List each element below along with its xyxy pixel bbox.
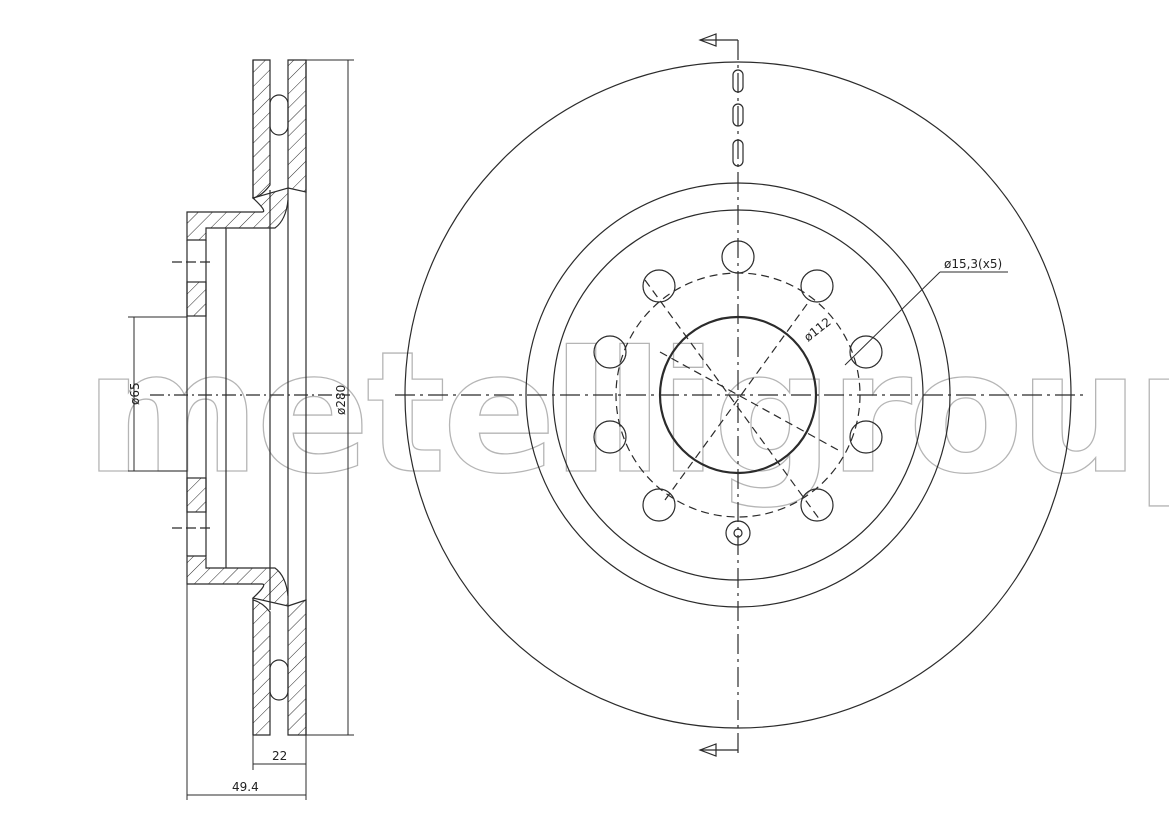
side-section-view [150, 59, 350, 736]
locator-hole [725, 520, 751, 546]
front-dimensions [844, 271, 1008, 366]
hub-flange-lower [186, 477, 207, 513]
bolt-hole-label: ø15,3(x5) [944, 257, 1002, 271]
bolt-hole [593, 335, 627, 369]
lower-inner-plate [287, 599, 307, 736]
upper-inner-plate [287, 59, 307, 193]
height-label: 49.4 [232, 780, 259, 794]
bolt-hole [642, 488, 676, 522]
side-dimensions [128, 59, 354, 800]
bolt-hole [800, 488, 834, 522]
hat-section [186, 187, 289, 241]
bolt-hole [800, 269, 834, 303]
bolt-hole [849, 420, 883, 454]
bore-diameter-label: ø65 [128, 382, 142, 405]
bolt-hole [593, 420, 627, 454]
thickness-label: 22 [272, 749, 287, 763]
hub-flange-upper [186, 281, 207, 317]
lower-outer-plate [252, 599, 271, 736]
bolt-hole [721, 240, 755, 274]
bolt-hole [642, 269, 676, 303]
bolt-holes [593, 240, 883, 546]
locator-hole-inner [733, 528, 743, 538]
watermark-logo: metelligroup [84, 315, 1169, 511]
outer-diameter-label: ø280 [334, 385, 348, 415]
bolt-circle-label: ø112 [801, 315, 833, 345]
upper-outer-plate [252, 59, 271, 199]
hat-section-lower [186, 555, 289, 607]
bolt-hole [849, 335, 883, 369]
front-view [395, 33, 1085, 757]
